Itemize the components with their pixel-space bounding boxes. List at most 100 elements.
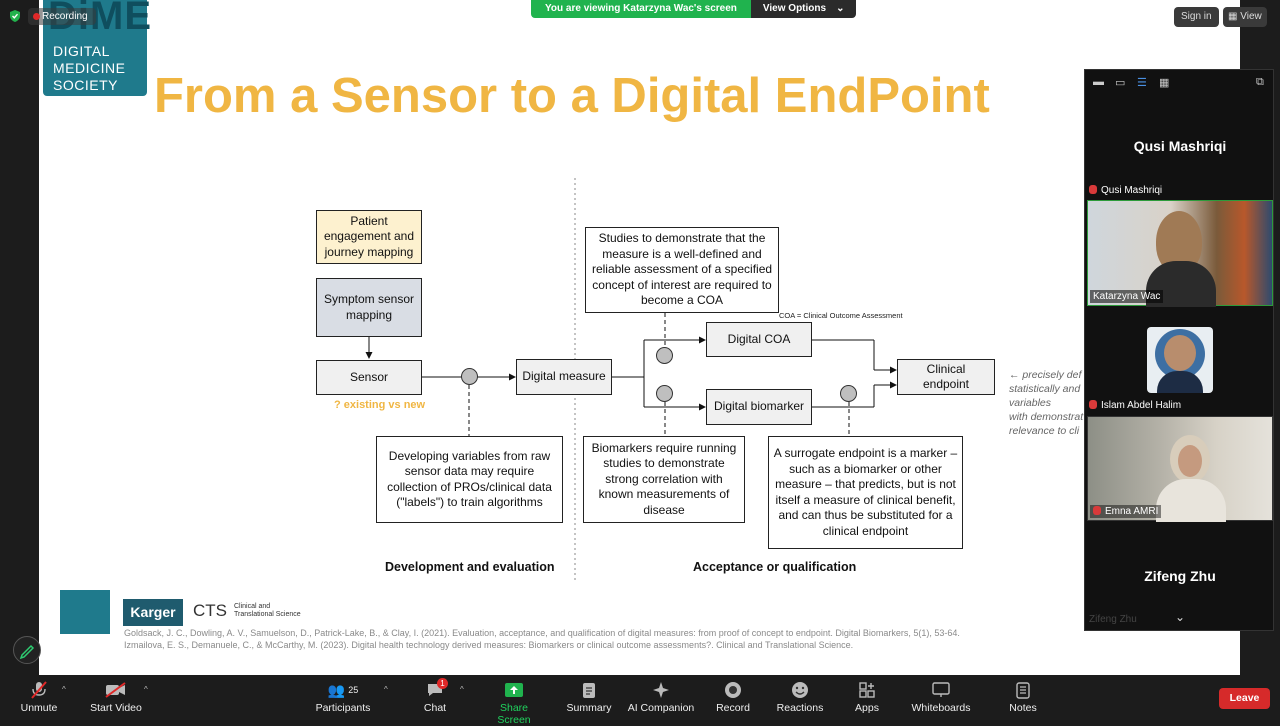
unmute-label: Unmute [20, 702, 58, 714]
apps-button[interactable]: Apps [848, 675, 886, 720]
avatar-islam [1147, 327, 1213, 393]
whiteboard-icon [930, 681, 952, 699]
muted-mic-icon [28, 681, 50, 699]
minimize-icon[interactable]: ▬ [1093, 76, 1104, 88]
apps-icon [856, 681, 878, 699]
box-symptom-sensor-mapping: Symptom sensor mapping [316, 278, 422, 337]
summary-button[interactable]: Summary [562, 675, 616, 720]
chat-button[interactable]: 1 Chat [412, 675, 458, 720]
chat-label: Chat [423, 702, 447, 714]
participant-label: Qusi Mashriqi [1089, 185, 1162, 196]
apps-label: Apps [855, 702, 879, 714]
summary-icon [578, 681, 600, 699]
whiteboards-label: Whiteboards [911, 702, 971, 714]
side-note-line: relevance to cli [1009, 425, 1080, 437]
reactions-icon [789, 681, 811, 699]
share-screen-button[interactable]: Share Screen [482, 675, 546, 726]
leave-button[interactable]: Leave [1219, 688, 1270, 709]
recording-label: Recording [42, 11, 88, 22]
slide-title: From a Sensor to a Digital EndPoint [154, 69, 990, 123]
coa-definition-note: COA = Clinical Outcome Assessment [779, 311, 903, 320]
node-circle [656, 347, 673, 364]
box-surrogate-endpoint: A surrogate endpoint is a marker – such … [768, 436, 963, 549]
side-note-line: statistically and [1009, 383, 1081, 395]
logo-line-3: SOCIETY [53, 77, 118, 93]
muted-mic-icon [1089, 185, 1097, 194]
active-speaker-name: Qusi Mashriqi [1133, 138, 1227, 154]
label-development-evaluation: Development and evaluation [385, 560, 555, 574]
record-button[interactable]: Record [712, 675, 754, 720]
chevron-down-icon[interactable]: ⌄ [1175, 610, 1186, 624]
video-tile-katarzyna[interactable]: Katarzyna Wac [1087, 200, 1273, 307]
node-circle [461, 368, 478, 385]
node-circle [840, 385, 857, 402]
speaker-layout-icon[interactable]: ▭ [1115, 77, 1126, 89]
participant-name-big: Zifeng Zhu [1144, 568, 1216, 584]
grid-view-icon: ▦ [1228, 11, 1241, 22]
diagram-connectors [365, 178, 897, 580]
notes-icon [1012, 681, 1034, 699]
shield-icon [10, 10, 20, 22]
unmute-button[interactable]: Unmute [10, 675, 68, 720]
reactions-button[interactable]: Reactions [774, 675, 826, 720]
view-label: View [1240, 11, 1262, 22]
person-body [1156, 479, 1226, 522]
chat-caret-icon[interactable]: ^ [460, 685, 464, 694]
sparkle-icon [650, 681, 672, 699]
box-digital-biomarker: Digital biomarker [706, 389, 812, 425]
view-options-label: View Options [762, 3, 827, 14]
gallery-layout-icon[interactable]: ▦ [1159, 77, 1170, 89]
view-options-button[interactable]: View Options ⌄ [750, 0, 857, 18]
whiteboards-button[interactable]: Whiteboards [906, 675, 976, 720]
audio-options-caret-icon[interactable]: ^ [62, 685, 66, 694]
recording-indicator[interactable]: Recording [28, 8, 96, 25]
notes-button[interactable]: Notes [1002, 675, 1044, 720]
dime-small-logo [60, 590, 110, 634]
node-circle [656, 385, 673, 402]
existing-vs-new-note: ? existing vs new [334, 399, 426, 411]
participants-label: Participants [315, 702, 371, 714]
box-sensor: Sensor [316, 360, 422, 395]
meeting-toolbar: Unmute ^ Start Video ^ 👥25 Participants … [0, 675, 1280, 726]
participant-label-faded: Zifeng Zhu [1089, 614, 1137, 625]
box-developing-variables: Developing variables from raw sensor dat… [376, 436, 563, 523]
label-acceptance-qualification: Acceptance or qualification [693, 560, 857, 574]
box-digital-measure: Digital measure [516, 359, 612, 395]
participant-label: Islam Abdel Halim [1089, 400, 1181, 411]
karger-logo: Karger [123, 599, 183, 626]
annotate-pen-button[interactable] [13, 636, 41, 664]
box-patient-engagement: Patient engagement and journey mapping [316, 210, 422, 264]
cts-logo-sub1: Clinical and [234, 603, 271, 610]
ai-companion-label: AI Companion [627, 702, 695, 714]
sign-in-button[interactable]: Sign in [1174, 7, 1219, 27]
reference-2: Izmailova, E. S., Demanuele, C., & McCar… [124, 640, 854, 650]
chat-badge: 1 [437, 678, 448, 689]
ai-companion-button[interactable]: AI Companion [626, 675, 696, 720]
participants-video-panel: ▬ ▭ ☰ ▦ ⧉ Qusi Mashriqi Qusi Mashriqi Ka… [1084, 69, 1274, 631]
video-tile-emna[interactable]: Emna AMRI [1087, 416, 1273, 522]
box-digital-coa: Digital COA [706, 322, 812, 357]
cts-logo: CTS [193, 601, 227, 620]
avatar-suit [1157, 371, 1203, 393]
popout-icon[interactable]: ⧉ [1256, 76, 1264, 88]
screen-share-banner: You are viewing Katarzyna Wac's screen V… [531, 0, 857, 18]
box-studies-coa: Studies to demonstrate that the measure … [585, 227, 779, 313]
share-screen-icon [503, 681, 525, 699]
viewing-banner-text: You are viewing Katarzyna Wac's screen [531, 0, 751, 18]
participants-caret-icon[interactable]: ^ [384, 685, 388, 694]
video-options-caret-icon[interactable]: ^ [144, 685, 148, 694]
start-video-button[interactable]: Start Video [86, 675, 146, 720]
pen-icon [19, 644, 35, 660]
box-biomarkers-require: Biomarkers require running studies to de… [583, 436, 745, 523]
strip-layout-icon[interactable]: ☰ [1137, 77, 1147, 89]
person-face [1178, 445, 1202, 477]
recording-dot-icon [33, 13, 40, 20]
avatar-face [1164, 335, 1196, 371]
logo-line-1: DIGITAL [53, 43, 110, 59]
participants-button[interactable]: 👥25 Participants [311, 675, 375, 720]
summary-label: Summary [566, 702, 612, 714]
view-button[interactable]: ▦ View [1223, 7, 1267, 27]
reactions-label: Reactions [776, 702, 824, 714]
chat-icon: 1 [424, 678, 448, 699]
tile-name-label: Emna AMRI [1090, 505, 1162, 518]
